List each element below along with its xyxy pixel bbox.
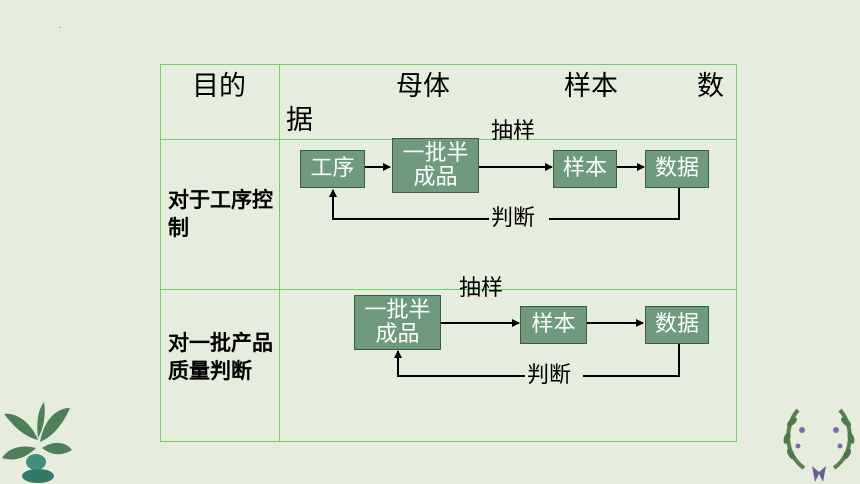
header-sample: 样本 — [564, 71, 618, 102]
header-population: 母体 — [396, 71, 450, 102]
header-data: 数 — [697, 71, 724, 102]
row-label-process-control: 对于工序控制 — [168, 188, 273, 240]
corner-dot: . — [59, 21, 62, 30]
feedback-loop-1 — [549, 188, 680, 220]
table-column-divider — [279, 64, 280, 442]
wreath-decoration-icon — [783, 408, 855, 482]
header-data-wrap: 据 — [286, 105, 313, 136]
header-purpose: 目的 — [192, 71, 246, 102]
feedback-loop-2 — [583, 344, 680, 377]
label-sampling-2: 抽样 — [459, 276, 504, 301]
label-sampling-1: 抽样 — [491, 119, 536, 144]
box-sample-2: 样本 — [520, 306, 587, 344]
box-batch: 一批半成品 — [392, 138, 479, 193]
comparison-table — [160, 64, 737, 442]
box-sample: 样本 — [553, 150, 617, 188]
box-batch-2: 一批半成品 — [354, 295, 441, 350]
box-data-2: 数据 — [645, 306, 709, 344]
box-process: 工序 — [300, 150, 365, 188]
label-judge-2: 判断 — [527, 363, 572, 388]
plant-decoration-icon — [2, 402, 72, 483]
table-row-divider-2 — [160, 289, 737, 290]
box-data: 数据 — [645, 150, 709, 188]
row-label-batch-judgment: 对一批产品质量判断 — [168, 331, 273, 383]
feedback-loop-1b — [329, 189, 489, 220]
feedback-loop-2b — [394, 350, 525, 377]
label-judge-1: 判断 — [491, 206, 536, 231]
